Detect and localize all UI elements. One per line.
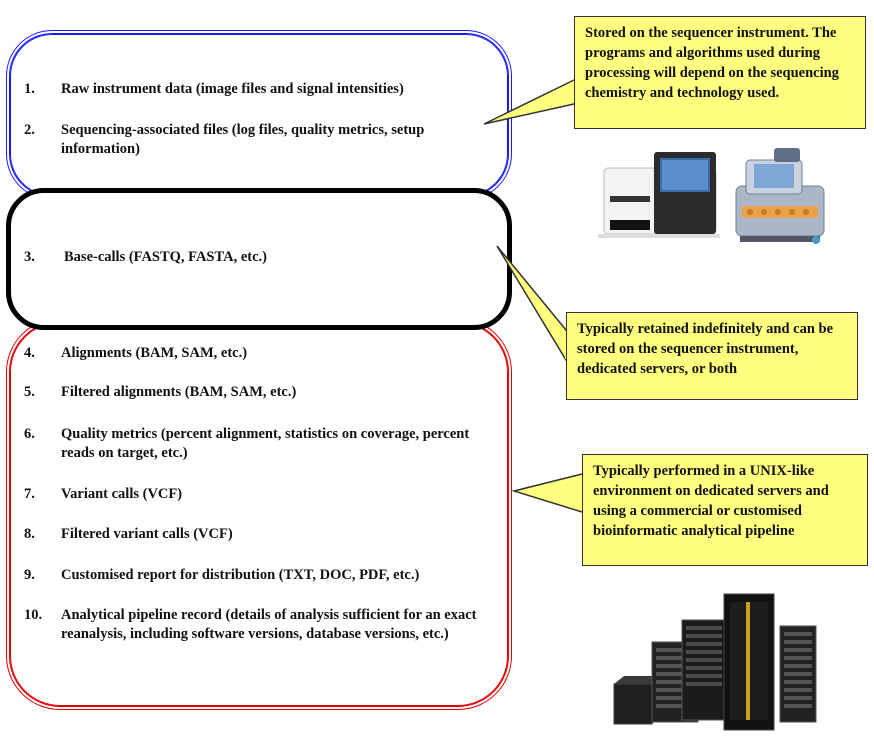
- item-text: Variant calls (VCF): [61, 486, 183, 502]
- instrument-group-box: [6, 30, 512, 200]
- item-text: Filtered variant calls (VCF): [61, 526, 233, 542]
- callout-basecalls: Typically retained indefinitely and can …: [566, 312, 858, 400]
- item-text: Analytical pipeline record (details of a…: [61, 607, 477, 642]
- item-number: 10.: [24, 607, 43, 623]
- callout-analysis: Typically performed in a UNIX-like envir…: [582, 454, 868, 566]
- item-number: 6.: [24, 426, 35, 442]
- item-number: 2.: [24, 122, 35, 138]
- item-text: Customised report for distribution (TXT,…: [61, 567, 420, 583]
- item-text: Base-calls (FASTQ, FASTA, etc.): [64, 249, 267, 265]
- item-number: 3.: [24, 249, 35, 265]
- item-text: Alignments (BAM, SAM, etc.): [61, 345, 248, 361]
- item-number: 1.: [24, 81, 35, 97]
- item-text: Filtered alignments (BAM, SAM, etc.): [61, 384, 297, 400]
- item-text: Quality metrics (percent alignment, stat…: [61, 426, 470, 461]
- item-number: 4.: [24, 345, 35, 361]
- callout-instrument: Stored on the sequencer instrument. The …: [574, 16, 866, 129]
- basecalls-group-box: [6, 188, 512, 330]
- item-text: Raw instrument data (image files and sig…: [61, 81, 404, 97]
- item-number: 7.: [24, 486, 35, 502]
- sequencer-instruments-illustration: [598, 148, 825, 244]
- item-number: 8.: [24, 526, 35, 542]
- callout-pointer-analysis: [511, 473, 583, 514]
- item-number: 5.: [24, 384, 35, 400]
- item-number: 9.: [24, 567, 35, 583]
- analysis-group-box: [6, 318, 512, 710]
- item-text: Sequencing-associated files (log files, …: [61, 122, 425, 157]
- server-racks-illustration: [613, 593, 817, 731]
